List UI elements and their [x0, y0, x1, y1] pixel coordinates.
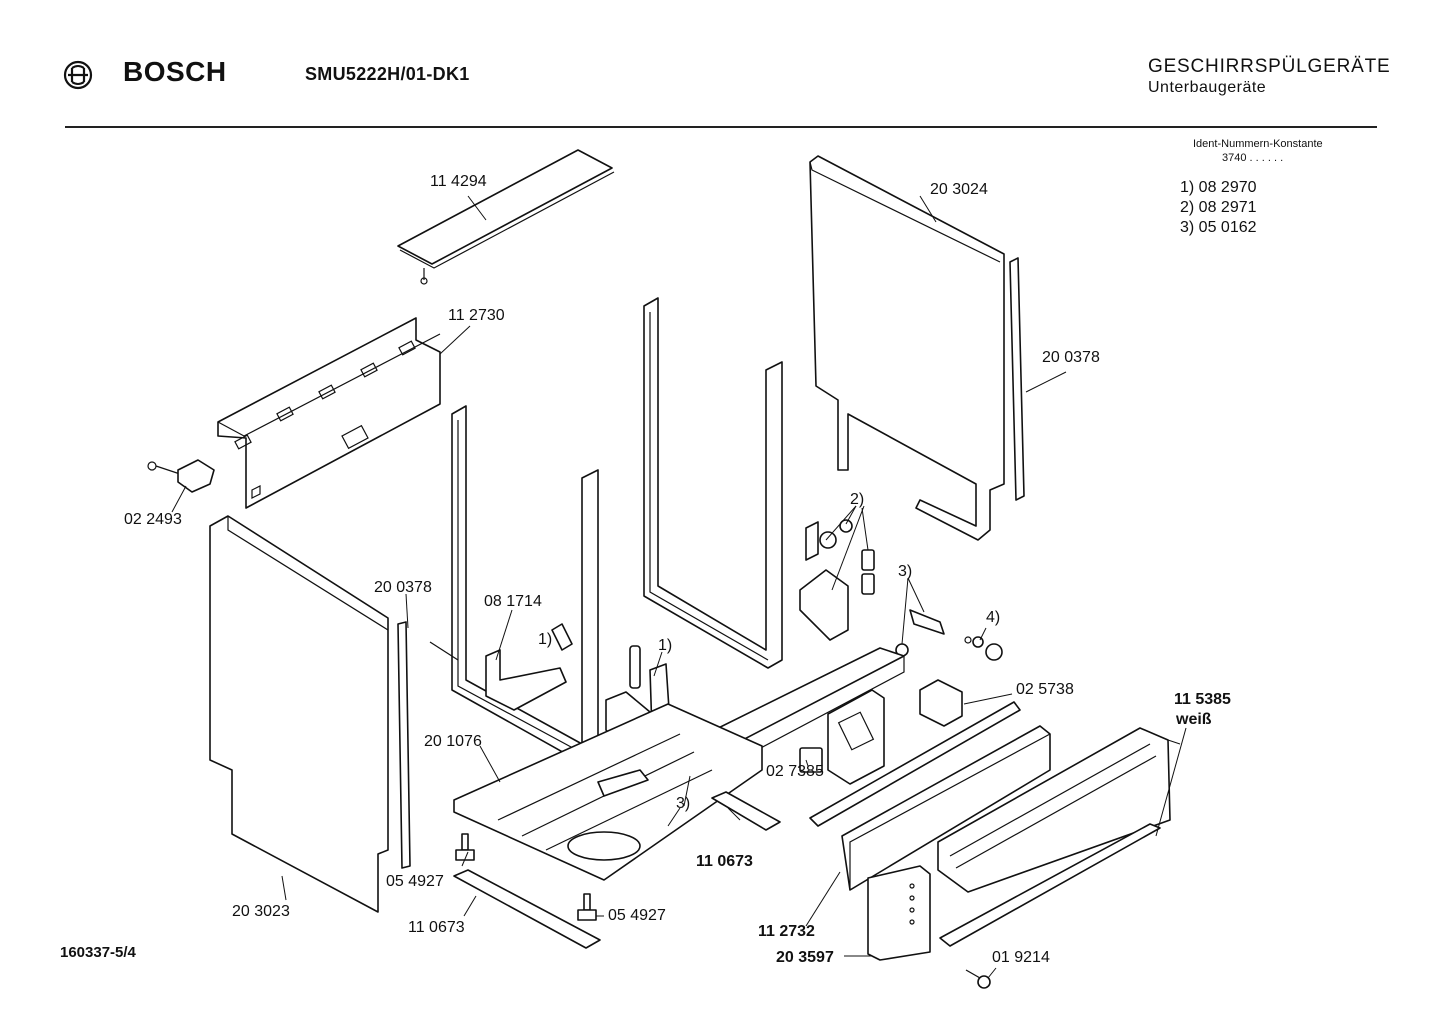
ident-value: 3740 . . . . . .	[1222, 152, 1284, 164]
switch-component	[799, 747, 823, 773]
front-door-panel	[841, 725, 1051, 891]
brand-name: BOSCH	[123, 56, 227, 87]
label-02-2493: 02 2493	[124, 511, 182, 528]
category-title: GESCHIRRSPÜLGERÄTE	[1148, 56, 1391, 77]
note-ref-3a: 3)	[898, 563, 912, 580]
base-tray	[453, 703, 763, 881]
label-20-3597: 20 3597	[776, 949, 834, 966]
control-mounting-plate	[827, 689, 885, 785]
bosch-logo-icon	[63, 60, 93, 90]
label-11-2730: 11 2730	[448, 307, 505, 324]
label-20-3024: 20 3024	[930, 181, 988, 198]
ident-note-1: 1) 08 2970	[1180, 179, 1257, 196]
part-labels: 11 4294 11 2730 20 3024 20 0378 02 2493 …	[124, 173, 1231, 966]
bottom-rail-right	[711, 791, 781, 831]
rear-wall-panel	[809, 155, 1005, 541]
leader-lines	[171, 195, 1187, 979]
label-11-0673-left: 11 0673	[408, 919, 465, 936]
left-side-panel	[209, 515, 389, 913]
label-11-4294: 11 4294	[430, 173, 487, 190]
label-05-4927-left: 05 4927	[386, 873, 444, 890]
ident-note-2: 2) 08 2971	[1180, 199, 1257, 216]
bottom-rail-left	[453, 869, 601, 949]
label-08-1714: 08 1714	[484, 593, 542, 610]
adjustable-foot-left	[455, 833, 475, 861]
side-cover	[867, 865, 931, 961]
hinge-bracket	[147, 459, 215, 493]
header-divider	[65, 126, 1377, 128]
label-11-5385: 11 5385	[1174, 691, 1231, 708]
bottom-trim-strip	[939, 823, 1161, 947]
drawing-code: 160337-5/4	[60, 944, 136, 961]
plinth-strip	[809, 701, 1021, 827]
label-01-9214: 01 9214	[992, 949, 1050, 966]
label-02-5738: 02 5738	[1016, 681, 1074, 698]
note-ref-2: 2)	[850, 491, 864, 508]
top-cover-strip	[397, 149, 615, 285]
category-subtitle: Unterbaugeräte	[1148, 79, 1267, 96]
label-20-0378-left: 20 0378	[374, 579, 432, 596]
label-20-0378-right: 20 0378	[1042, 349, 1100, 366]
front-frame-left	[429, 405, 599, 765]
label-20-1076: 20 1076	[424, 733, 482, 750]
label-11-2732: 11 2732	[758, 923, 815, 940]
label-05-4927-right: 05 4927	[608, 907, 666, 924]
ident-note-3: 3) 05 0162	[1180, 219, 1257, 236]
note-ref-3b: 3)	[676, 795, 690, 812]
label-11-0673-right: 11 0673	[696, 853, 753, 870]
ident-title: Ident-Nummern-Konstante	[1193, 138, 1323, 150]
note-ref-1b: 1)	[658, 637, 672, 654]
control-panel-fascia	[937, 727, 1171, 893]
model-number: SMU5222H/01-DK1	[305, 64, 470, 84]
latch-parts	[895, 609, 945, 657]
left-seal-strip	[397, 621, 411, 869]
label-weiss: weiß	[1175, 711, 1212, 728]
label-02-7385: 02 7385	[766, 763, 824, 780]
note-ref-4: 4)	[986, 609, 1000, 626]
knob-cap	[964, 636, 1003, 661]
label-20-3023: 20 3023	[232, 903, 290, 920]
front-frame-right	[643, 297, 783, 669]
fixing-screw	[965, 969, 991, 989]
right-seal-strip	[1009, 257, 1025, 501]
note-ref-1a: 1)	[538, 631, 552, 648]
rear-panel	[217, 317, 441, 509]
relay-module	[919, 679, 963, 727]
support-bracket	[485, 623, 573, 711]
lock-mechanism-parts	[799, 519, 875, 641]
adjustable-foot-right	[577, 893, 597, 921]
